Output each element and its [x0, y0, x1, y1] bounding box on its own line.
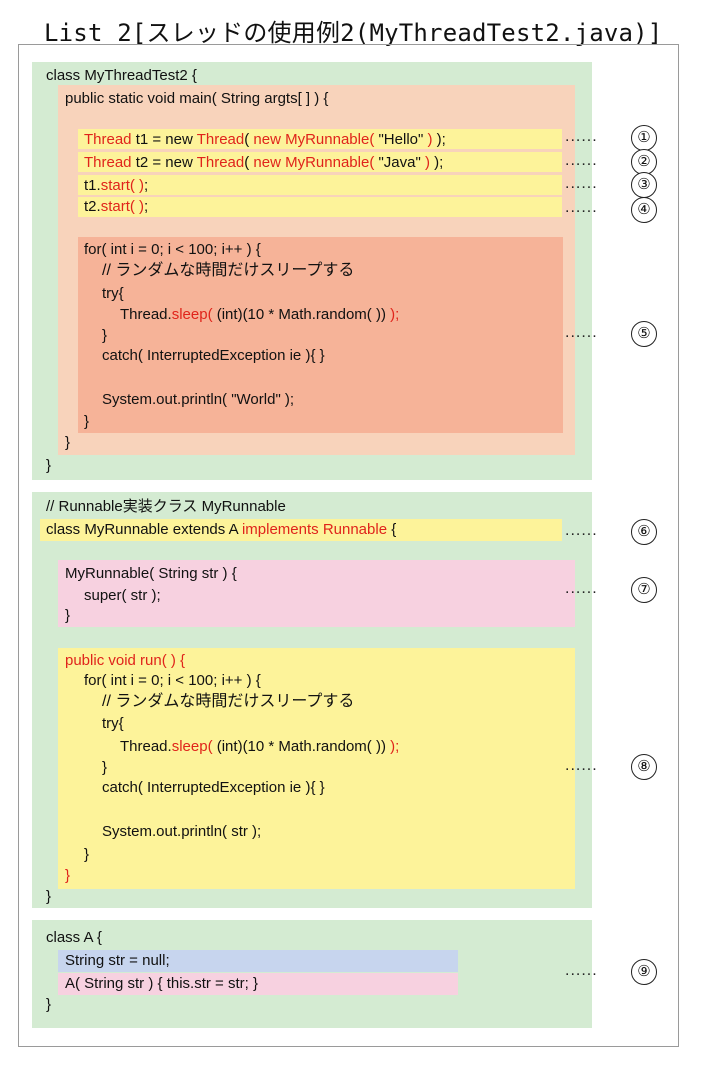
code-line: System.out.println( str );	[102, 823, 262, 840]
code-line: }	[46, 996, 52, 1013]
code-line-sleep: Thread.sleep( (int)(10 * Math.random( ))…	[120, 306, 400, 323]
code-line: }	[46, 888, 52, 905]
code-line-t1-start: t1.start( );	[84, 177, 149, 194]
code-line: A( String str ) { this.str = str; }	[65, 975, 258, 992]
code-line: try{	[102, 285, 124, 302]
field-line-bg	[58, 950, 458, 972]
leader-dots: ......	[565, 757, 598, 774]
leader-dots: ......	[565, 199, 598, 216]
marker-8: ⑧	[631, 754, 657, 780]
thread-t2-line-bg	[78, 152, 562, 172]
leader-dots: ......	[565, 128, 598, 145]
code-line-thread-t2: Thread t2 = new Thread( new MyRunnable( …	[84, 154, 444, 171]
code-line-run-close: }	[65, 867, 71, 884]
code-line: catch( InterruptedException ie ){ }	[102, 779, 325, 796]
t1-start-line-bg	[78, 175, 562, 195]
code-comment: // Runnable実装クラス MyRunnable	[46, 498, 286, 515]
marker-1: ①	[631, 125, 657, 151]
marker-2: ②	[631, 149, 657, 175]
code-line: try{	[102, 715, 124, 732]
code-line: String str = null;	[65, 952, 170, 969]
code-line: catch( InterruptedException ie ){ }	[102, 347, 325, 364]
code-line: }	[65, 607, 71, 624]
code-line: for( int i = 0; i < 100; i++ ) {	[84, 672, 261, 689]
for-loop-block	[78, 237, 563, 433]
code-line-run-decl: public void run( ) {	[65, 652, 186, 669]
marker-5: ⑤	[631, 321, 657, 347]
leader-dots: ......	[565, 580, 598, 597]
marker-6: ⑥	[631, 519, 657, 545]
code-line: }	[65, 434, 71, 451]
code-comment: // ランダムな時間だけスリープする	[102, 693, 355, 710]
code-line: }	[84, 846, 90, 863]
marker-9: ⑨	[631, 959, 657, 985]
code-line-myrunnable-decl: class MyRunnable extends A implements Ru…	[46, 521, 397, 538]
code-line: MyRunnable( String str ) {	[65, 565, 237, 582]
leader-dots: ......	[565, 522, 598, 539]
code-line: }	[46, 457, 52, 474]
leader-dots: ......	[565, 152, 598, 169]
constructor-block	[58, 560, 575, 627]
listing-title: List 2[スレッドの使用例2(MyThreadTest2.java)]	[44, 19, 663, 47]
code-line: }	[84, 413, 90, 430]
leader-dots: ......	[565, 175, 598, 192]
code-line: for( int i = 0; i < 100; i++ ) {	[84, 241, 261, 258]
code-line-sleep: Thread.sleep( (int)(10 * Math.random( ))…	[120, 738, 400, 755]
marker-3: ③	[631, 172, 657, 198]
code-line-t2-start: t2.start( );	[84, 198, 149, 215]
listing-frame	[18, 44, 679, 1047]
myrunnable-decl-line-bg	[40, 519, 562, 541]
thread-t1-line-bg	[78, 129, 562, 149]
a-constructor-line-bg	[58, 973, 458, 995]
leader-dots: ......	[565, 324, 598, 341]
run-method-block	[58, 648, 575, 889]
t2-start-line-bg	[78, 197, 562, 217]
leader-dots: ......	[565, 962, 598, 979]
code-line-thread-t1: Thread t1 = new Thread( new MyRunnable( …	[84, 131, 446, 148]
code-line: class MyThreadTest2 {	[46, 67, 197, 84]
code-line: super( str );	[84, 587, 161, 604]
code-comment: // ランダムな時間だけスリープする	[102, 262, 355, 279]
code-line: }	[102, 327, 108, 344]
code-line: class A {	[46, 929, 102, 946]
code-line: System.out.println( "World" );	[102, 391, 295, 408]
code-line: public static void main( String argts[ ]…	[65, 90, 329, 107]
marker-7: ⑦	[631, 577, 657, 603]
code-line: }	[102, 759, 108, 776]
marker-4: ④	[631, 197, 657, 223]
